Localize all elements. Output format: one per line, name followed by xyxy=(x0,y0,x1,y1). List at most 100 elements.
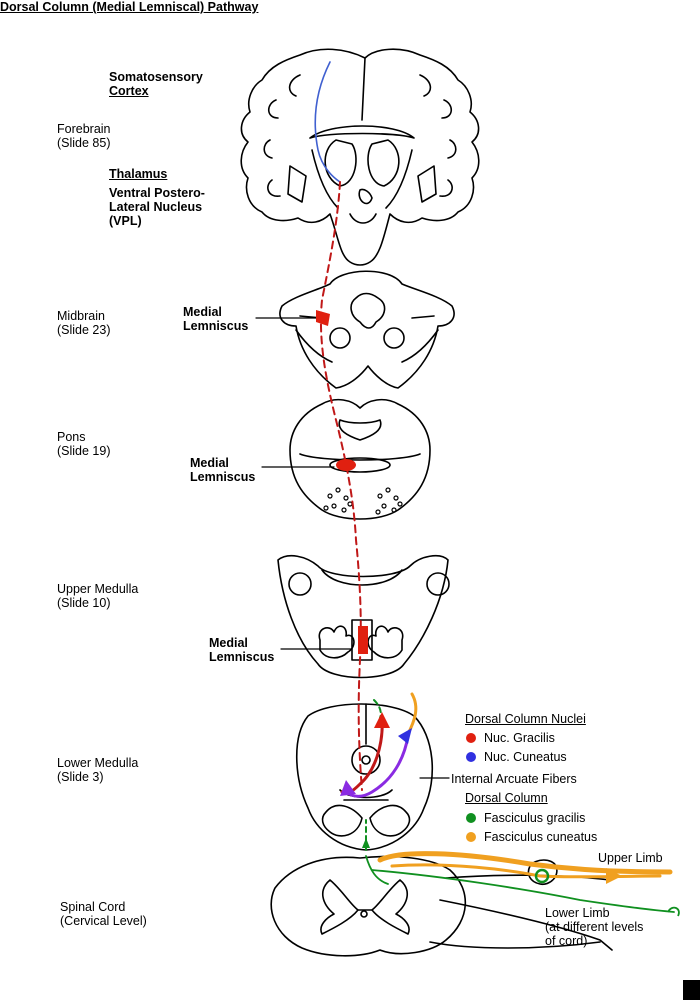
fourth-ventricle-floor xyxy=(321,569,403,586)
level-forebrain: Forebrain (Slide 85) xyxy=(57,122,111,150)
upper-medulla-ml-marker xyxy=(358,626,368,654)
cuneatus-arcuate-fibers xyxy=(342,734,410,798)
internal-capsule-right xyxy=(385,149,413,209)
forebrain-section xyxy=(240,48,480,266)
pontine-nuclei-left xyxy=(323,487,353,513)
vpl-label: Ventral Postero- Lateral Nucleus (VPL) xyxy=(109,186,205,228)
lower-limb-line1: Lower Limb xyxy=(545,906,610,920)
pontine-nuclei-right xyxy=(375,487,403,515)
level-slide: (Slide 3) xyxy=(57,770,104,784)
level-name: Upper Medulla xyxy=(57,582,139,596)
thalamus-label: Thalamus xyxy=(109,167,168,181)
level-upper-medulla: Upper Medulla (Slide 10) xyxy=(57,582,138,610)
level-slide: (Slide 19) xyxy=(57,444,111,458)
third-ventricle xyxy=(358,188,373,205)
ml-line1: Medial xyxy=(209,636,248,650)
ml-line1: Medial xyxy=(190,456,229,470)
spinal-cord-outline xyxy=(270,855,467,957)
green-arrow-up xyxy=(362,838,370,848)
level-slide: (Cervical Level) xyxy=(60,914,147,928)
inferior-olive-left xyxy=(318,625,355,659)
level-lower-medulla: Lower Medulla (Slide 3) xyxy=(57,756,138,784)
legend-dot-fasc-gracilis xyxy=(466,813,476,823)
gracilis-arrowhead xyxy=(374,712,390,728)
ml-line2: Lemniscus xyxy=(209,650,275,664)
dorsal-root-lower xyxy=(439,899,613,951)
legend-nuclei-heading: Dorsal Column Nuclei xyxy=(465,712,586,726)
corner-block xyxy=(683,980,700,1000)
legend-column-heading: Dorsal Column xyxy=(465,791,548,805)
gray-matter xyxy=(320,879,410,935)
fourth-ventricle xyxy=(338,419,382,441)
medial-lemniscus-label-midbrain: Medial Lemniscus xyxy=(183,305,248,333)
midbrain-outline xyxy=(279,270,455,389)
internal-capsule-left xyxy=(311,149,339,209)
internal-arcuate-label: Internal Arcuate Fibers xyxy=(451,772,577,786)
medial-lemniscus-tract xyxy=(319,181,363,791)
lower-medulla-section xyxy=(295,703,434,851)
legend-dot-cuneatus xyxy=(466,752,476,762)
upper-medulla-nucleus-right xyxy=(426,572,450,596)
vpl-label-line1: Ventral Postero- xyxy=(109,186,205,200)
ml-line2: Lemniscus xyxy=(183,319,249,333)
pyramid-left xyxy=(321,804,363,837)
level-name: Forebrain xyxy=(57,122,111,136)
pons-lemniscus-band xyxy=(329,457,391,473)
markers xyxy=(316,310,680,917)
legend-item-fasc-gracilis-label: Fasciculus gracilis xyxy=(484,811,586,825)
red-nucleus-left xyxy=(329,327,351,349)
legend-item-fasc-cuneatus-label: Fasciculus cuneatus xyxy=(484,830,598,844)
corpus-callosum xyxy=(309,125,415,139)
level-name: Pons xyxy=(57,430,86,444)
thalamus-right xyxy=(367,139,400,187)
legend-dots xyxy=(466,733,476,842)
level-midbrain: Midbrain (Slide 23) xyxy=(57,309,111,337)
upper-limb-afferent xyxy=(377,851,673,875)
gracilis-ganglion xyxy=(534,868,550,884)
spinal-central-canal xyxy=(360,910,368,918)
level-slide: (Slide 10) xyxy=(57,596,111,610)
ventral-root xyxy=(429,941,601,949)
upper-limb-label: Upper Limb xyxy=(598,851,663,865)
legend-item-gracilis-label: Nuc. Gracilis xyxy=(484,731,555,745)
legend-dot-fasc-cuneatus xyxy=(466,832,476,842)
cortex-radiation xyxy=(314,61,341,183)
level-name: Midbrain xyxy=(57,309,105,323)
spinal-cord-section xyxy=(270,855,613,957)
level-pons: Pons (Slide 19) xyxy=(57,430,111,458)
gyri-right xyxy=(419,74,457,197)
lower-limb-afferent xyxy=(371,869,675,913)
upper-limb-arrowhead xyxy=(606,868,622,884)
pyramid-right xyxy=(369,804,411,837)
level-slide: (Slide 23) xyxy=(57,323,111,337)
lower-medulla-outline xyxy=(295,703,434,851)
level-name: Lower Medulla xyxy=(57,756,139,770)
cerebral-aqueduct xyxy=(350,292,386,329)
cortex-label: Somatosensory Cortex xyxy=(109,70,203,98)
vpl-label-line2: Lateral Nucleus xyxy=(109,200,203,214)
lower-limb-hook xyxy=(667,906,680,917)
thalamus-left xyxy=(324,139,357,187)
drg-capsule xyxy=(527,859,558,886)
pontine-tegmentum xyxy=(299,453,421,461)
red-nucleus-right xyxy=(383,327,405,349)
gyri-left xyxy=(263,74,301,197)
cuneatus-arrowhead xyxy=(398,728,412,744)
upper-medulla-nucleus-left xyxy=(288,572,312,596)
pons-ml-marker xyxy=(336,459,356,471)
legend-dot-gracilis xyxy=(466,733,476,743)
pons-outline xyxy=(289,398,431,520)
upper-medulla-midline xyxy=(351,619,373,661)
level-name: Spinal Cord xyxy=(60,900,126,914)
forebrain-outline xyxy=(240,48,480,266)
midbrain-section xyxy=(279,270,455,389)
level-slide: (Slide 85) xyxy=(57,136,111,150)
peduncle-left xyxy=(295,329,333,363)
medial-lemniscus-label-pons: Medial Lemniscus xyxy=(190,456,255,484)
pons-section xyxy=(289,398,431,520)
central-canal-region xyxy=(351,745,381,775)
ventricle-left xyxy=(287,165,307,203)
midbrain-ml-marker xyxy=(316,310,330,326)
diagram-title: Dorsal Column (Medial Lemniscal) Pathway xyxy=(0,0,259,14)
